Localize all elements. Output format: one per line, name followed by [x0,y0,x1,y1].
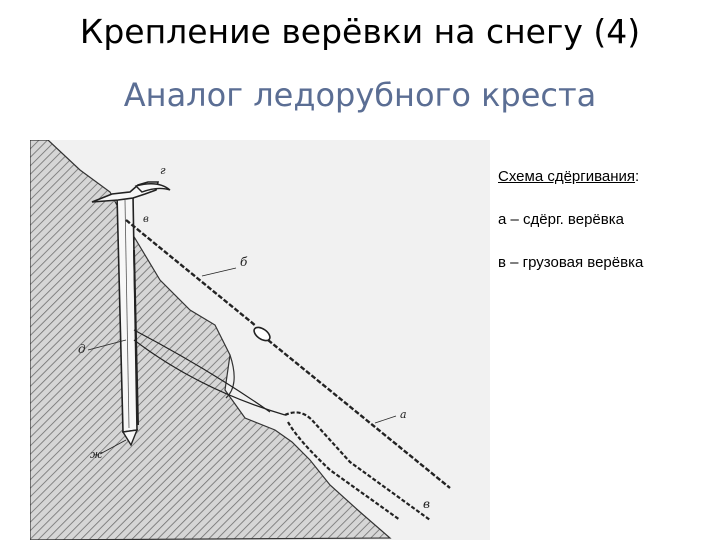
label-b-leader [201,267,237,277]
label-a-leader [374,415,397,424]
legend-heading-colon: : [635,168,640,185]
pull-rope-lower [267,339,451,489]
legend-block: Схема сдёргивания: а – сдёрг. верёвка в … [498,166,714,295]
stake-line [133,249,139,426]
legend-item-v: в – грузовая верёвка [498,254,644,271]
legend-heading: Схема сдёргивания: [498,166,714,188]
ice-axe-pick [134,183,171,193]
sling-line-2 [133,339,286,416]
rope-connector [253,326,271,342]
ice-axe-spike [121,429,139,447]
slide-title: Крепление верёвки на снегу (4) [79,12,641,51]
anchor-diagram: г в б д ж а в [30,140,490,540]
label-g: г [160,164,166,177]
label-d-leader [87,339,127,351]
label-v-axe: в [143,214,149,225]
snow-slope [30,140,392,540]
slide-subtitle: Аналог ледорубного креста [123,76,597,114]
legend-item-a: а – сдёрг. верёвка [498,211,624,228]
sling-line [133,329,271,413]
label-zh-leader [99,439,127,455]
ice-axe-shaft-line [124,199,130,429]
cargo-rope-loop-2 [287,421,401,521]
label-d: д [78,342,86,356]
label-a: а [400,408,407,421]
cargo-rope-loop [284,411,431,521]
legend-heading-text: Схема сдёргивания [498,168,636,185]
label-b: б [240,255,248,269]
label-zh: ж [90,448,103,461]
label-v-rope: в [423,497,430,511]
snow-trench-line [225,354,235,399]
